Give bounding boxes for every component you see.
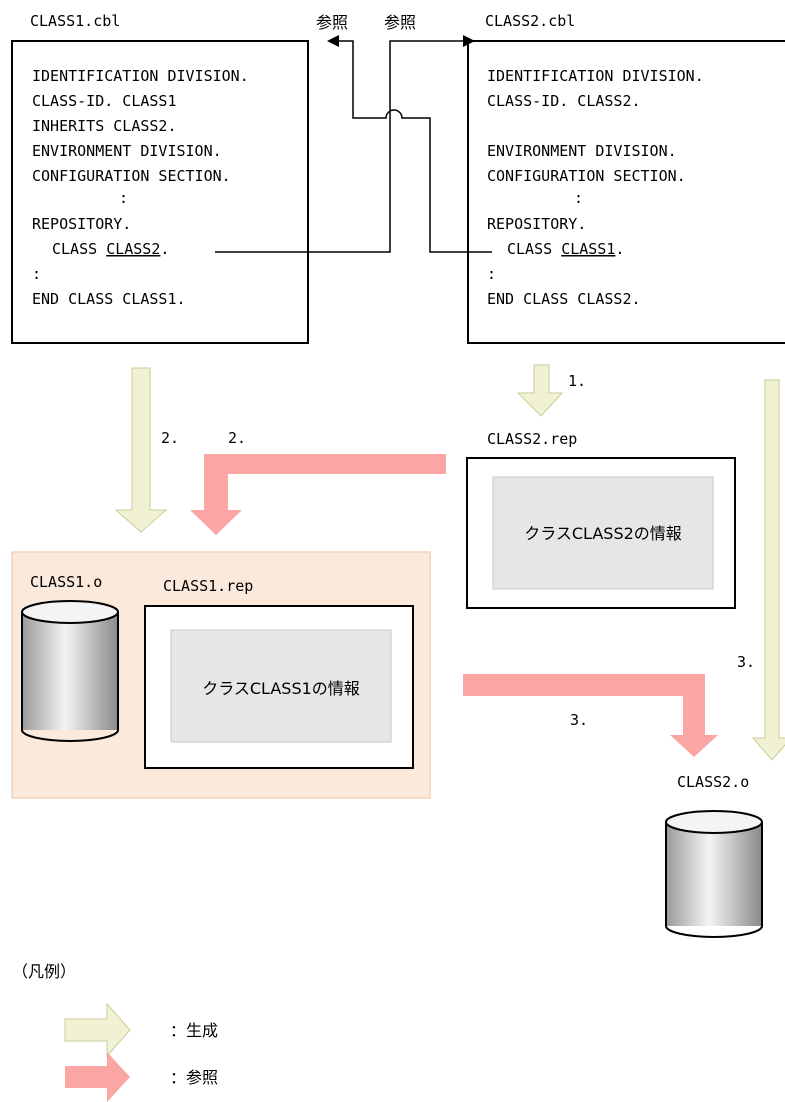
class1-rep-filename: CLASS1.rep <box>163 577 253 595</box>
cylinder-body <box>22 612 118 730</box>
reference-line-class1-to-class2 <box>215 40 463 253</box>
legend-generate-arrow <box>64 1002 131 1058</box>
code-line: CLASS CLASS2. <box>52 240 169 258</box>
legend-generate-label: ：生成 <box>170 1021 218 1040</box>
generate-arrow-3 <box>751 379 785 761</box>
step-label-3a: 3. <box>737 653 755 671</box>
code-line: ENVIRONMENT DIVISION. <box>32 142 222 160</box>
legend-reference-arrow <box>65 1052 130 1102</box>
legend-reference-label: ：参照 <box>170 1068 218 1087</box>
class1-o-cylinder <box>21 600 119 742</box>
code-line: CLASS-ID. CLASS1 <box>32 92 177 110</box>
underlined-class-ref: CLASS1 <box>561 240 615 258</box>
class2-cbl-box <box>467 40 785 344</box>
underlined-class-ref: CLASS2 <box>106 240 160 258</box>
class2-rep-filename: CLASS2.rep <box>487 430 577 448</box>
class2-cbl-code: IDENTIFICATION DIVISION. CLASS-ID. CLASS… <box>487 67 704 308</box>
arrowhead-right <box>463 35 475 47</box>
cylinder-top <box>21 600 119 624</box>
step-label-2b: 2. <box>228 429 246 447</box>
code-line: CONFIGURATION SECTION. <box>32 167 231 185</box>
code-line: CLASS CLASS1. <box>507 240 624 258</box>
code-line: ENVIRONMENT DIVISION. <box>487 142 677 160</box>
cylinder-body <box>666 822 762 926</box>
reference-label-right: 参照 <box>384 13 416 32</box>
code-line: REPOSITORY. <box>487 215 586 233</box>
class1-cbl-code: IDENTIFICATION DIVISION. CLASS-ID. CLASS… <box>32 67 249 308</box>
reference-arrow-2 <box>190 454 446 535</box>
code-line: INHERITS CLASS2. <box>32 117 177 135</box>
generate-arrow-1 <box>516 364 564 417</box>
reference-label-left: 参照 <box>316 13 348 32</box>
class1-cbl-filename: CLASS1.cbl <box>30 12 120 30</box>
class2-info-text: クラスCLASS2の情報 <box>524 524 682 543</box>
step-label-2a: 2. <box>161 429 179 447</box>
class1-info-text: クラスCLASS1の情報 <box>202 679 360 698</box>
class2-cbl-filename: CLASS2.cbl <box>485 12 575 30</box>
code-ellipsis: : <box>574 189 583 207</box>
cylinder-outline <box>665 822 763 938</box>
code-line: END CLASS CLASS2. <box>487 290 641 308</box>
class1-info-panel <box>170 629 392 743</box>
step-label-3b: 3. <box>570 711 588 729</box>
step-label-1: 1. <box>568 372 586 390</box>
code-ellipsis: : <box>32 265 41 283</box>
code-line: END CLASS CLASS1. <box>32 290 186 308</box>
class1-cbl-box <box>11 40 309 344</box>
code-ellipsis: : <box>119 189 128 207</box>
reference-arrow-3 <box>463 674 718 757</box>
arrowhead-left <box>327 35 339 47</box>
generate-arrow-2 <box>114 367 168 533</box>
legend-title: （凡例） <box>12 962 76 981</box>
cylinder-top <box>665 810 763 834</box>
code-line: CLASS-ID. CLASS2. <box>487 92 641 110</box>
code-line: IDENTIFICATION DIVISION. <box>487 67 704 85</box>
code-line: CONFIGURATION SECTION. <box>487 167 686 185</box>
cylinder-outline <box>21 612 119 742</box>
code-line: IDENTIFICATION DIVISION. <box>32 67 249 85</box>
code-ellipsis: : <box>487 265 496 283</box>
class2-o-cylinder <box>665 810 763 938</box>
class1-o-filename: CLASS1.o <box>30 573 102 591</box>
class2-o-filename: CLASS2.o <box>677 773 749 791</box>
class2-info-panel <box>492 476 714 590</box>
code-line: REPOSITORY. <box>32 215 131 233</box>
reference-line-class2-to-class1 <box>339 40 492 253</box>
